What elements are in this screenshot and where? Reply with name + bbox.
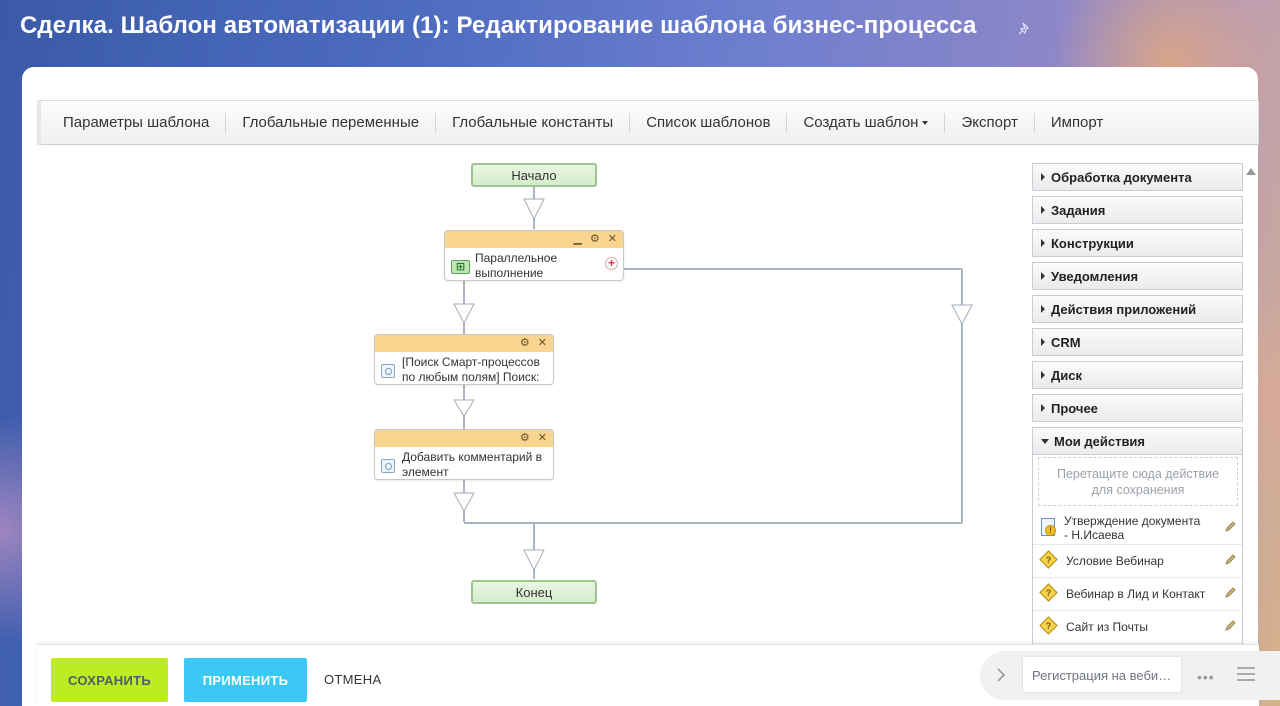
my-action-item[interactable]: ? Вебинар в Лид и Контакт (1033, 578, 1242, 611)
activity-label: Параллельное выполнение (475, 251, 558, 280)
palette-group-label: Прочее (1051, 400, 1098, 416)
palette-group-constructions[interactable]: Конструкции (1032, 229, 1243, 257)
pencil-icon[interactable] (1224, 587, 1236, 599)
more-dots-icon[interactable]: ••• (1197, 669, 1215, 685)
palette-group-my-actions[interactable]: Мои действия (1032, 427, 1243, 455)
palette-group-label: Задания (1051, 202, 1106, 218)
caret-right-icon (1041, 338, 1045, 346)
palette-group-other[interactable]: Прочее (1032, 394, 1243, 422)
minimize-icon[interactable]: ▁ (573, 233, 582, 245)
caret-right-icon (1041, 272, 1045, 280)
pencil-icon[interactable] (1224, 554, 1236, 566)
caret-right-icon (1041, 371, 1045, 379)
page-title: Сделка. Шаблон автоматизации (1): Редакт… (20, 12, 977, 39)
activity-palette: Обработка документа Задания Конструкции … (1032, 163, 1243, 665)
caret-right-icon (1041, 173, 1045, 181)
export-button[interactable]: Экспорт (944, 112, 1033, 133)
document-approval-icon: ! (1039, 518, 1057, 538)
create-template-dropdown[interactable]: Создать шаблон (786, 112, 944, 133)
palette-group-label: Уведомления (1051, 268, 1139, 284)
apply-button[interactable]: ПРИМЕНИТЬ (184, 658, 307, 702)
gear-icon[interactable]: ⚙ (519, 432, 530, 444)
palette-group-label: Обработка документа (1051, 169, 1192, 185)
activity-label: [Поиск Смарт-процессов по любым полям] П… (402, 355, 540, 384)
end-node[interactable]: Конец (471, 580, 597, 604)
start-node[interactable]: Начало (471, 163, 597, 187)
condition-icon: ? (1039, 616, 1059, 636)
close-icon[interactable]: ✕ (607, 233, 617, 245)
close-icon[interactable]: ✕ (537, 337, 547, 349)
palette-group-disk[interactable]: Диск (1032, 361, 1243, 389)
caret-right-icon (1041, 305, 1045, 313)
my-action-item[interactable]: ? Условие Вебинар (1033, 545, 1242, 578)
widget-search-input[interactable]: Регистрация на вебинар (1022, 656, 1182, 693)
save-button[interactable]: СОХРАНИТЬ (51, 658, 168, 702)
condition-icon: ? (1039, 550, 1059, 570)
pin-icon[interactable] (1018, 22, 1032, 36)
caret-right-icon (1041, 206, 1045, 214)
caret-right-icon (1041, 404, 1045, 412)
import-button[interactable]: Импорт (1033, 112, 1119, 133)
scroll-up-arrow[interactable] (1246, 168, 1256, 175)
template-toolbar: Параметры шаблона Глобальные переменные … (37, 100, 1259, 145)
workflow-diagram: Начало ▁ ⚙ ✕ ⊞ Параллельное выполнение +… (22, 67, 1052, 706)
activity-icon (381, 459, 395, 473)
my-action-label: Вебинар в Лид и Контакт (1066, 587, 1206, 601)
diagram-connectors (453, 187, 973, 579)
search-activity[interactable]: ⚙ ✕ [Поиск Смарт-процессов по любым поля… (374, 334, 554, 385)
my-action-label: Сайт из Почты (1066, 620, 1148, 634)
gear-icon[interactable]: ⚙ (519, 337, 530, 349)
my-action-label: Утверждение документа - Н.Исаева (1064, 514, 1201, 542)
palette-group-tasks[interactable]: Задания (1032, 196, 1243, 224)
drop-zone[interactable]: Перетащите сюда действие для сохранения (1038, 457, 1238, 506)
tab-global-constants[interactable]: Глобальные константы (435, 112, 629, 133)
create-template-label: Создать шаблон (803, 113, 919, 131)
close-icon[interactable]: ✕ (537, 432, 547, 444)
caret-down-icon (1041, 438, 1049, 444)
cancel-button[interactable]: ОТМЕНА (324, 672, 382, 687)
palette-group-label: CRM (1051, 334, 1081, 350)
palette-group-label: Мои действия (1054, 433, 1146, 449)
tab-template-params[interactable]: Параметры шаблона (63, 113, 210, 131)
palette-group-label: Действия приложений (1051, 301, 1197, 317)
tab-global-variables[interactable]: Глобальные переменные (225, 112, 435, 133)
chevron-right-icon[interactable] (995, 667, 1007, 683)
my-action-item[interactable]: ? Сайт из Почты (1033, 611, 1242, 644)
comment-activity[interactable]: ⚙ ✕ Добавить комментарий в элемент (374, 429, 554, 480)
my-actions-list: Перетащите сюда действие для сохранения … (1032, 455, 1243, 665)
my-action-item[interactable]: ! Утверждение документа - Н.Исаева (1033, 512, 1242, 545)
parallel-activity[interactable]: ▁ ⚙ ✕ ⊞ Параллельное выполнение + (444, 230, 624, 281)
gear-icon[interactable]: ⚙ (589, 233, 600, 245)
palette-group-crm[interactable]: CRM (1032, 328, 1243, 356)
chevron-down-icon (922, 120, 929, 125)
pencil-icon[interactable] (1224, 521, 1236, 533)
add-branch-icon[interactable]: + (605, 257, 618, 270)
parallel-icon: ⊞ (451, 260, 470, 274)
my-action-label: Условие Вебинар (1066, 554, 1164, 568)
pencil-icon[interactable] (1224, 620, 1236, 632)
condition-icon: ? (1039, 583, 1059, 603)
palette-group-label: Конструкции (1051, 235, 1134, 251)
palette-group-app-actions[interactable]: Действия приложений (1032, 295, 1243, 323)
toolbar-edge (37, 100, 41, 145)
menu-icon[interactable] (1237, 667, 1255, 681)
activity-label: Добавить комментарий в элемент (402, 450, 543, 479)
palette-group-label: Диск (1051, 367, 1082, 383)
tab-template-list[interactable]: Список шаблонов (629, 112, 786, 133)
palette-group-notifications[interactable]: Уведомления (1032, 262, 1243, 290)
activity-icon (381, 364, 395, 378)
palette-group-documents[interactable]: Обработка документа (1032, 163, 1243, 191)
caret-right-icon (1041, 239, 1045, 247)
